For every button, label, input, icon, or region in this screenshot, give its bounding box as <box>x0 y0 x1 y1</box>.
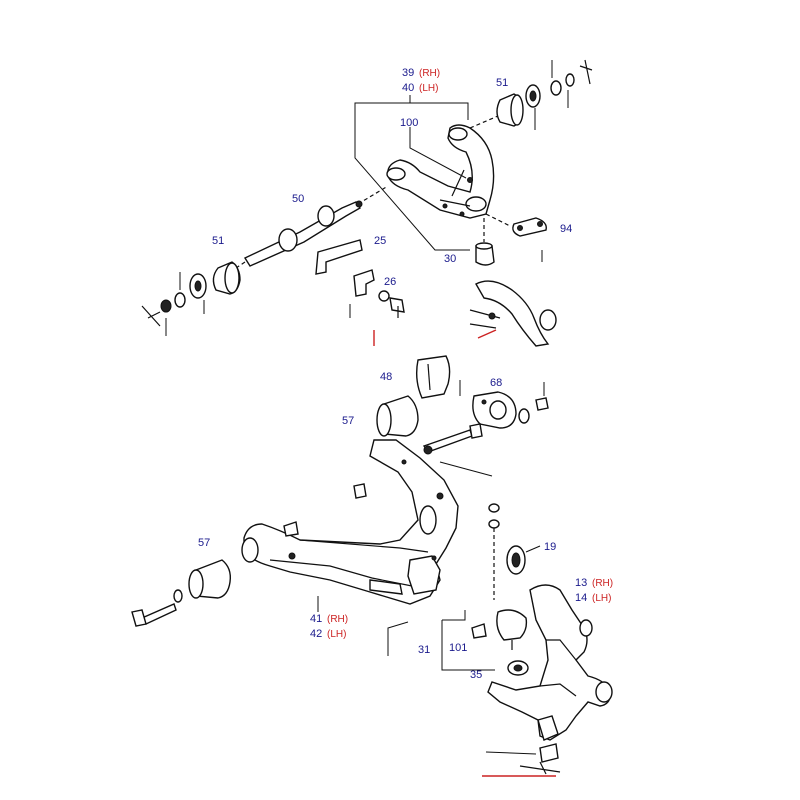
label-13: 13 <box>575 577 587 589</box>
label-42: 42 <box>310 628 322 640</box>
label-100: 100 <box>400 117 418 129</box>
leader-100 <box>409 127 467 179</box>
label-14-lh: (LH) <box>592 593 611 604</box>
seal-19 <box>488 503 541 600</box>
label-26: 26 <box>384 276 396 288</box>
upper-control-arm <box>386 124 495 219</box>
label-35: 35 <box>470 669 482 681</box>
label-13-rh: (RH) <box>592 578 613 589</box>
label-39: 39 <box>402 67 414 79</box>
label-31: 31 <box>418 644 430 656</box>
bracket-39-40 <box>354 95 470 251</box>
label-40-lh: (LH) <box>419 83 438 94</box>
ball-joint-30 <box>469 218 557 347</box>
label-50: 50 <box>292 193 304 205</box>
label-42-lh: (LH) <box>327 629 346 640</box>
label-51-left: 51 <box>212 235 224 247</box>
red-mark-upper <box>477 329 497 339</box>
label-68: 68 <box>490 377 502 389</box>
long-bolt <box>422 423 493 477</box>
bushing-51-upper <box>469 59 593 130</box>
label-57-upper: 57 <box>342 415 354 427</box>
label-25: 25 <box>374 235 386 247</box>
label-57-lower: 57 <box>198 537 210 549</box>
bushing-51-left <box>141 261 246 336</box>
lower-control-arm <box>241 439 459 605</box>
label-48: 48 <box>380 371 392 383</box>
ball-joint-lower <box>441 609 529 676</box>
leader-lower-mark <box>387 621 409 656</box>
steering-knuckle <box>485 584 613 775</box>
label-51-upper: 51 <box>496 77 508 89</box>
bracket-94 <box>485 213 547 262</box>
label-41: 41 <box>310 613 322 625</box>
bushing-57-lower <box>131 559 232 627</box>
label-41-rh: (RH) <box>327 614 348 625</box>
label-14: 14 <box>575 592 587 604</box>
label-30: 30 <box>444 253 456 265</box>
bumper-48 <box>415 355 461 399</box>
plates-25-26 <box>315 239 405 346</box>
label-39-rh: (RH) <box>419 68 440 79</box>
label-19: 19 <box>544 541 556 553</box>
bushing-57-upper <box>376 395 419 437</box>
label-94: 94 <box>560 223 572 235</box>
label-101: 101 <box>449 642 467 654</box>
shaft-50 <box>243 185 389 267</box>
label-40: 40 <box>402 82 414 94</box>
bracket-68 <box>472 382 549 429</box>
